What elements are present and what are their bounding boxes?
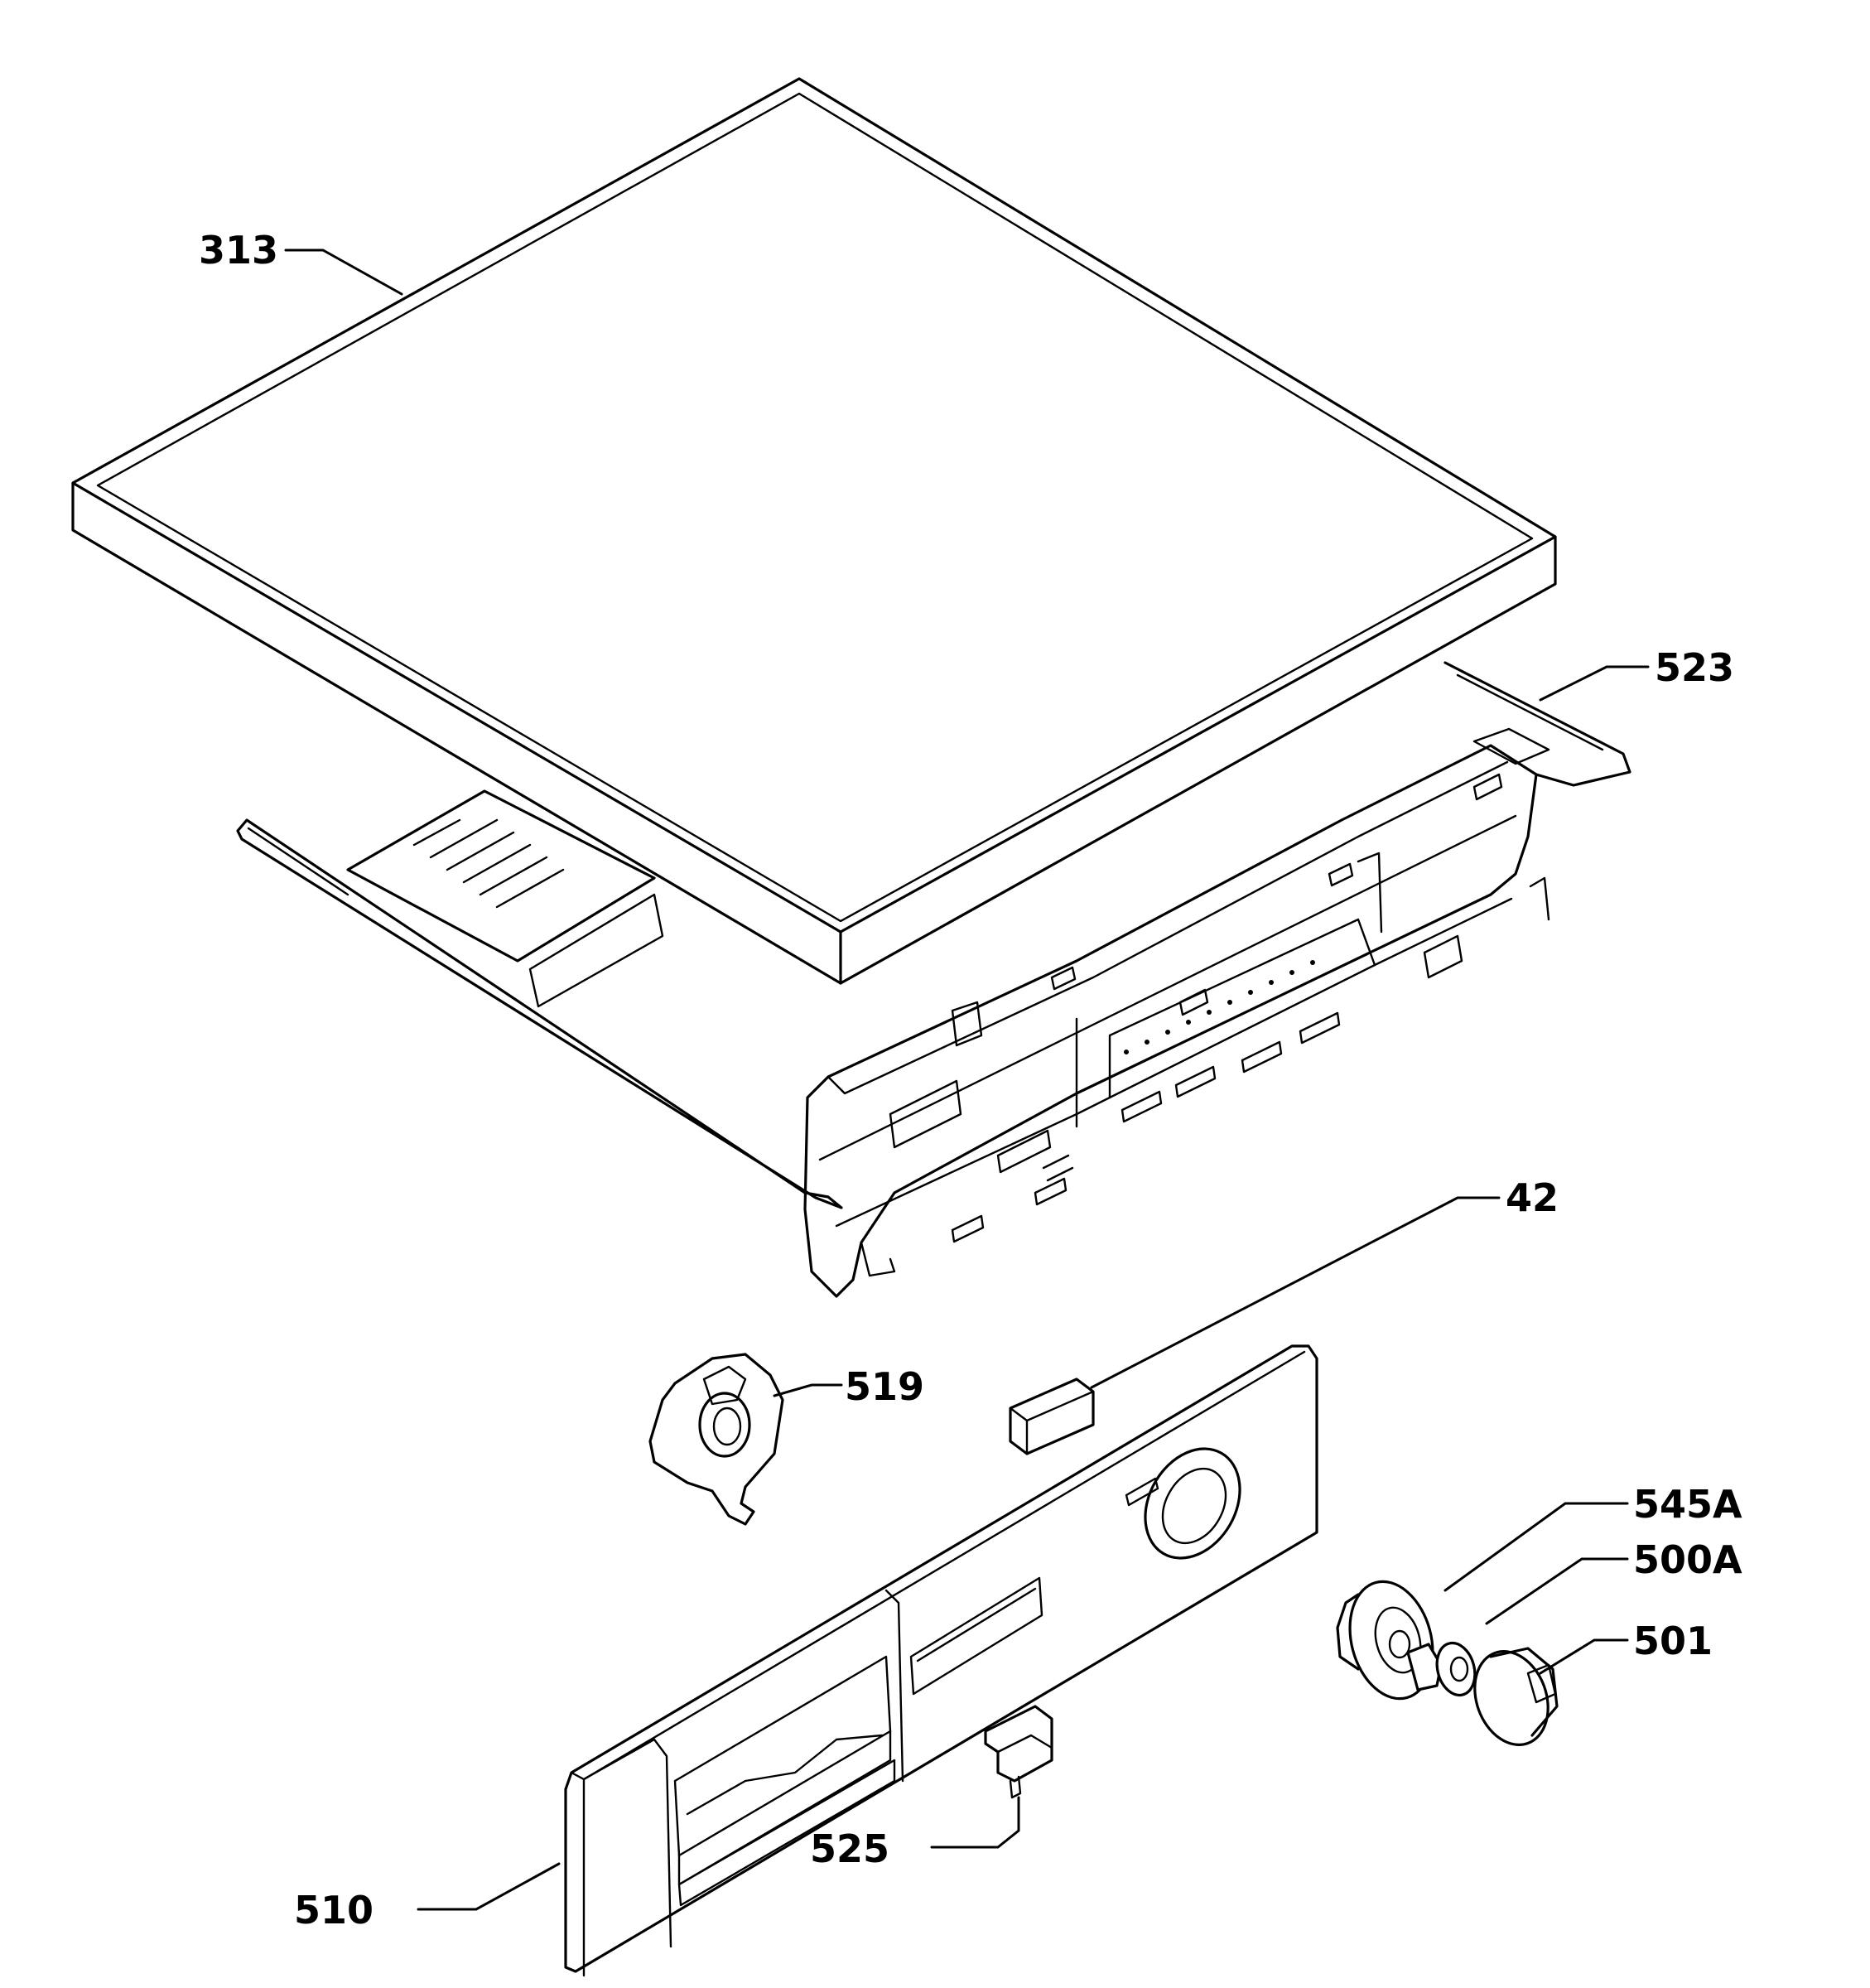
leader-lines — [284, 248, 1650, 1911]
label-525: 525 — [810, 1826, 889, 1871]
label-510: 510 — [294, 1888, 374, 1933]
part-313-top-lid — [71, 77, 1557, 985]
label-500a: 500A — [1633, 1537, 1742, 1582]
part-42-key — [1009, 1378, 1095, 1455]
label-545a: 545A — [1633, 1482, 1742, 1527]
part-510-control-panel — [564, 1344, 1318, 1977]
label-313: 313 — [199, 228, 278, 273]
label-501: 501 — [1633, 1619, 1713, 1663]
label-523: 523 — [1655, 645, 1734, 690]
part-500a-shaft — [1406, 1641, 1477, 1697]
part-501-knob — [1473, 1647, 1559, 1746]
label-42: 42 — [1506, 1175, 1559, 1220]
label-519: 519 — [845, 1364, 924, 1409]
part-labels: 313 523 42 519 545A 500A 501 525 510 — [199, 228, 1742, 1933]
part-519-bracket — [648, 1353, 784, 1526]
part-523-panel-frame — [236, 661, 1631, 1298]
part-525-switch — [984, 1705, 1053, 1799]
